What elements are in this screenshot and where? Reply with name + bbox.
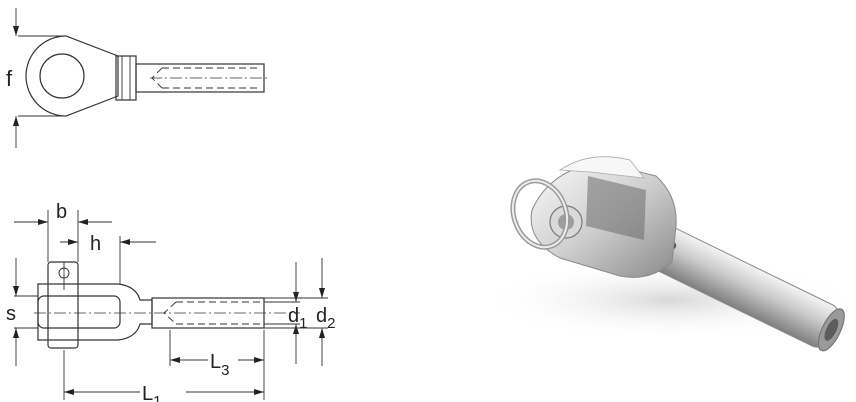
label-d1: d1 — [288, 305, 307, 332]
label-f: f — [6, 66, 13, 91]
rod — [635, 219, 845, 352]
label-d2: d2 — [316, 305, 335, 332]
label-L3: L3 — [210, 351, 229, 379]
label-h: h — [90, 233, 101, 255]
label-L1: L1 — [142, 383, 161, 402]
technical-drawing: f b h s — [6, 8, 335, 402]
clevis-pin — [47, 261, 79, 349]
eye-hole — [39, 53, 85, 99]
threaded-shaft — [135, 63, 265, 93]
clevis-pin-ring — [510, 178, 583, 250]
label-s: s — [6, 303, 16, 325]
fork-threaded-shaft — [151, 297, 265, 329]
fork-terminal-side-view: b h s d1 d2 — [6, 201, 335, 402]
product-photo — [480, 156, 856, 352]
eye-terminal-top-view: f — [6, 8, 270, 148]
fork-body — [37, 283, 153, 341]
fork-head — [530, 156, 677, 278]
hex-collar — [115, 55, 137, 101]
fork-slot — [37, 295, 121, 329]
label-b: b — [56, 201, 67, 223]
